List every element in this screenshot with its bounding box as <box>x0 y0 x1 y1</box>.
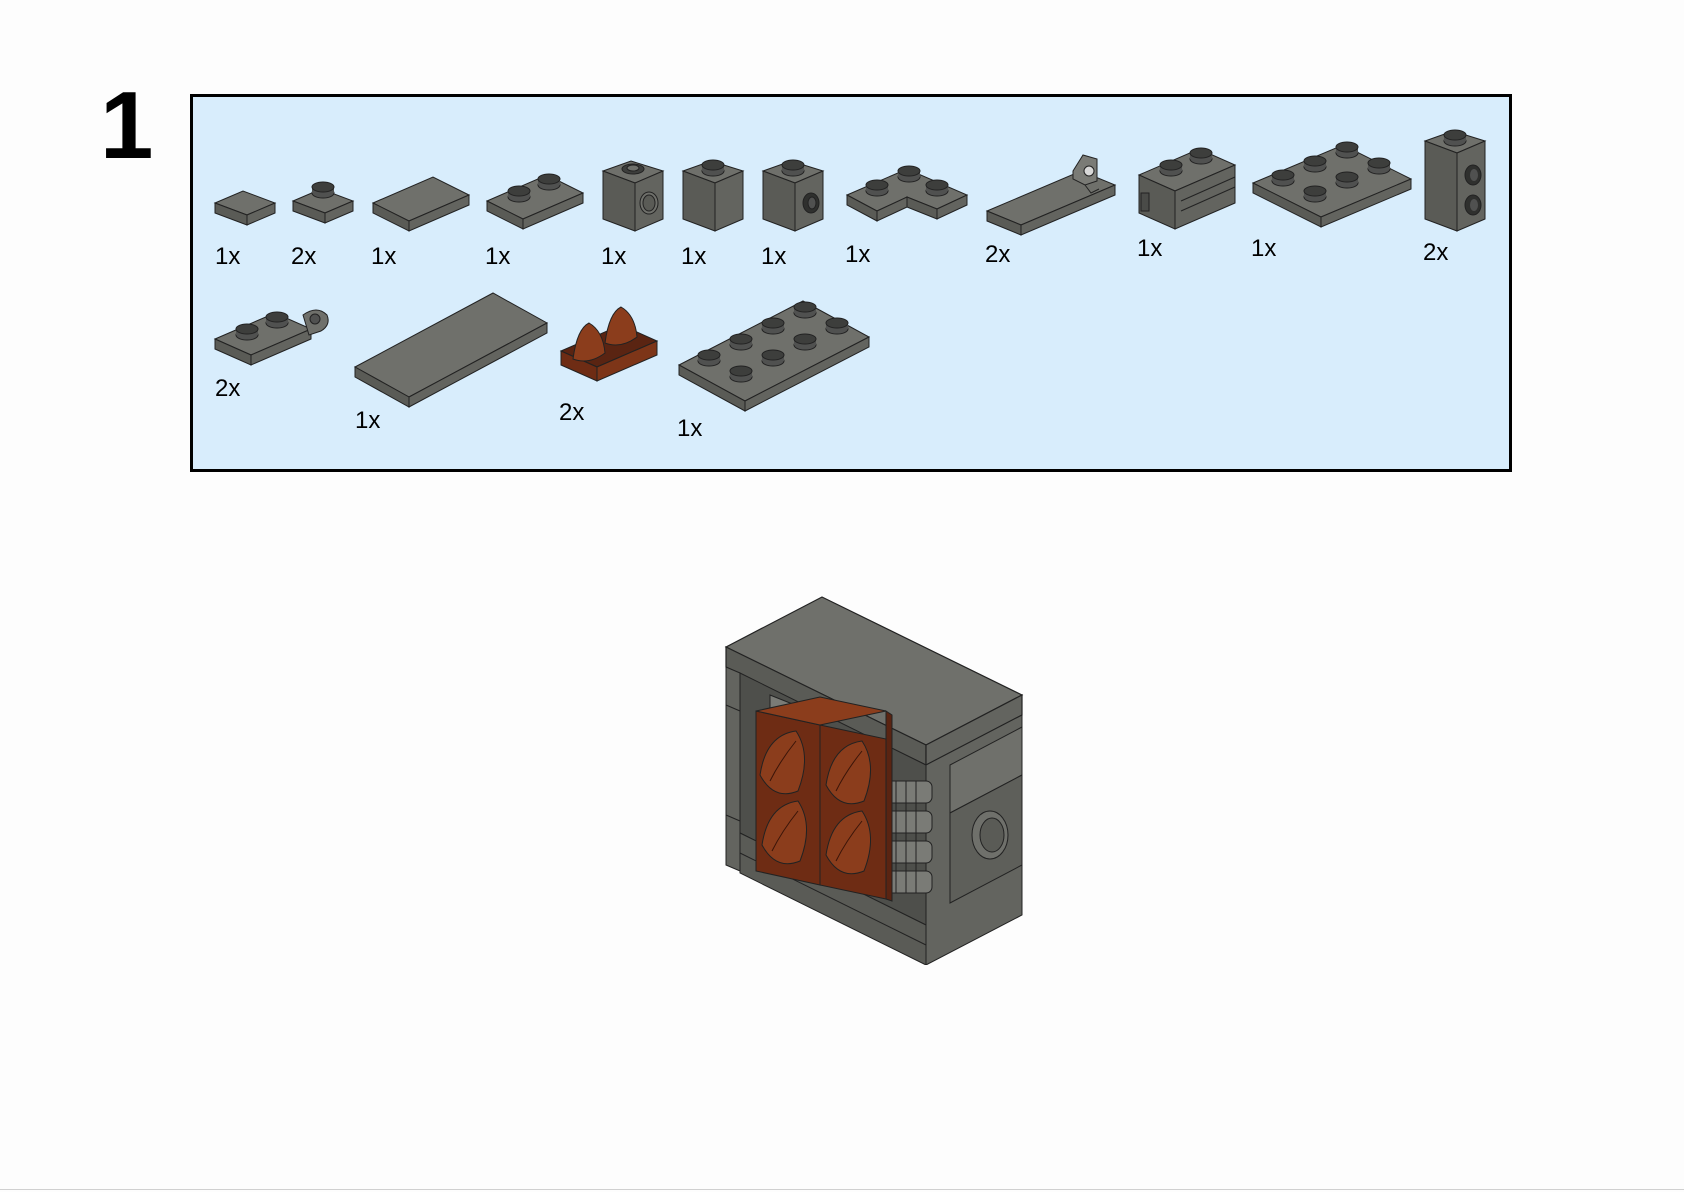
part-qty: 1x <box>845 241 871 268</box>
plate-1x1-stud-icon <box>291 181 355 224</box>
plate-1x2-teeth-icon <box>559 306 659 382</box>
part-qty: 2x <box>215 375 241 402</box>
part-qty: 1x <box>677 415 703 442</box>
part-qty: 1x <box>681 243 707 270</box>
tile-1x4-clip-icon <box>985 154 1117 236</box>
plate-2x4-icon <box>677 300 871 412</box>
page-bottom-divider <box>0 1189 1684 1190</box>
plate-2x3-icon <box>1251 141 1413 228</box>
brick-1x1-icon <box>681 159 745 232</box>
brick-1x2-grille-icon <box>1137 147 1237 230</box>
part-qty: 1x <box>215 243 241 270</box>
plate-1x2-icon <box>485 173 585 230</box>
parts-list-panel: 1x 2x 1x <box>190 94 1512 472</box>
part-qty: 1x <box>1251 235 1277 262</box>
part-qty: 1x <box>761 243 787 270</box>
assembled-model-illustration <box>724 596 1024 966</box>
step-number: 1 <box>100 72 154 179</box>
technic-brick-1x1-icon <box>601 160 665 232</box>
part-qty: 1x <box>601 243 627 270</box>
plate-1x2-hinge-icon <box>213 309 329 366</box>
part-qty: 1x <box>355 407 381 434</box>
tile-1x2-icon <box>371 176 471 232</box>
part-qty: 2x <box>985 241 1011 268</box>
part-qty: 2x <box>291 243 317 270</box>
part-qty: 1x <box>371 243 397 270</box>
part-qty: 1x <box>485 243 511 270</box>
tile-2x6-icon <box>353 292 549 408</box>
part-qty: 1x <box>1137 235 1163 262</box>
plate-2x2-corner-icon <box>845 165 969 222</box>
part-qty: 2x <box>559 399 585 426</box>
brick-1x1-side-stud-icon <box>761 159 825 232</box>
brick-1x1-two-side-studs-icon <box>1423 129 1487 232</box>
part-qty: 2x <box>1423 239 1449 266</box>
plate-1x1-icon <box>213 190 277 226</box>
assembled-model <box>700 585 1030 970</box>
